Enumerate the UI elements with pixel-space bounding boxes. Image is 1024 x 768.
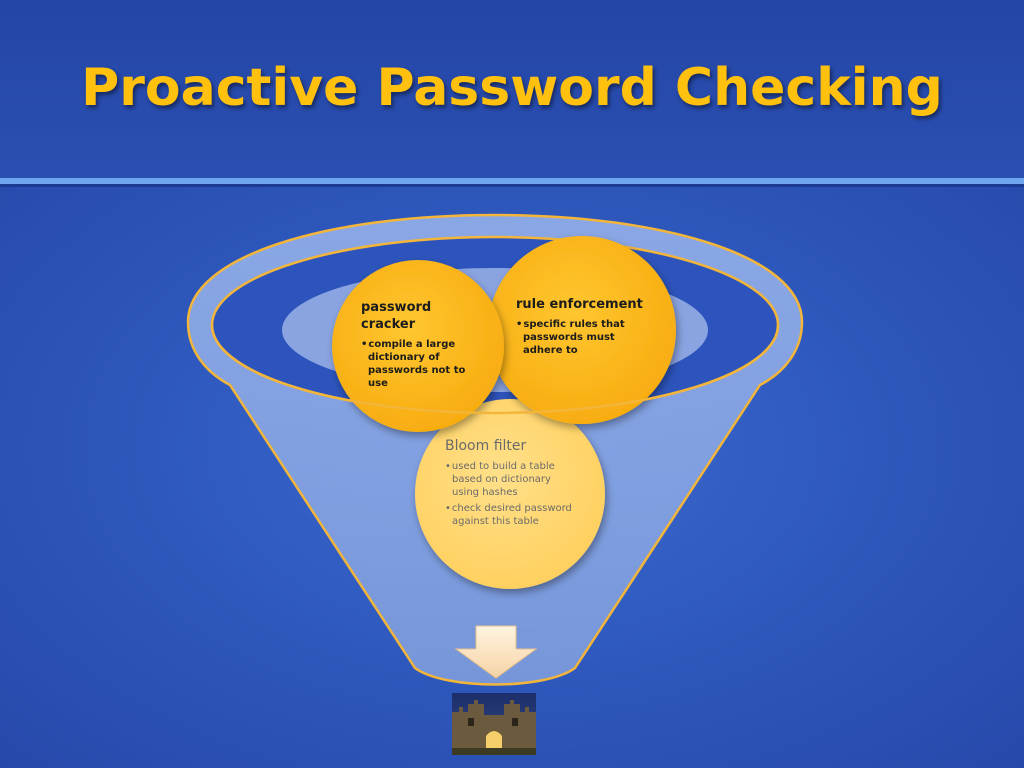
rule-enforcement-text: rule enforcement specific rules that pas…	[516, 296, 648, 360]
slide-title: Proactive Password Checking	[81, 58, 943, 118]
rule-enforcement-heading: rule enforcement	[516, 297, 643, 312]
rule-enforcement-bullets: specific rules that passwords must adher…	[516, 318, 648, 357]
bloom-filter-bullets: used to build a table based on dictionar…	[445, 460, 575, 528]
title-divider-dark	[0, 184, 1024, 187]
rule-enforcement-bullet: specific rules that passwords must adher…	[516, 318, 648, 357]
bloom-filter-heading: Bloom filter	[445, 438, 527, 454]
bloom-filter-bullet-1: used to build a table based on dictionar…	[445, 460, 575, 499]
title-band	[0, 0, 1024, 178]
password-cracker-heading: password cracker	[361, 300, 432, 332]
bloom-filter-text: Bloom filter used to build a table based…	[445, 438, 575, 531]
password-cracker-bullet: compile a large dictionary of passwords …	[361, 338, 469, 390]
down-arrow-icon	[454, 625, 538, 679]
castle-image	[452, 693, 536, 755]
password-cracker-text: password cracker compile a large diction…	[361, 299, 469, 393]
bloom-filter-bullet-2: check desired password against this tabl…	[445, 502, 575, 528]
title-divider-light	[0, 178, 1024, 184]
password-cracker-bullets: compile a large dictionary of passwords …	[361, 338, 469, 390]
funnel-rim-front	[210, 324, 780, 415]
